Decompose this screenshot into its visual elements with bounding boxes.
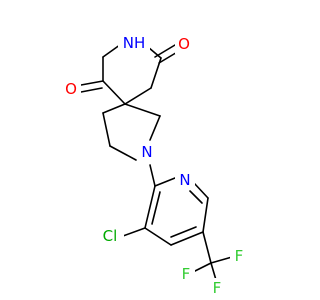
bond-py-c5-c4-inner (170, 226, 197, 238)
molecule-svg: NH O O N N Cl F F (61, 33, 248, 298)
atom-n-pyrrolidine-label: N (141, 143, 152, 161)
bond-c2-o-top-a (154, 44, 176, 58)
atom-o-top: O (175, 34, 193, 54)
bond-spiro-c1 (102, 80, 126, 105)
bond-py-c6-c5 (202, 197, 209, 233)
bond-c5-cf3 (202, 231, 212, 264)
atom-n-pyridine-label: N (179, 171, 190, 189)
structure-diagram: NH O O N N Cl F F (61, 33, 248, 298)
atom-f-left: F (177, 264, 195, 284)
atom-n-pyrrolidine: N (137, 141, 157, 161)
bond-py-c2-n (154, 177, 176, 187)
bond-c2-ch2 (150, 57, 162, 89)
bond-py-n-c6 (193, 182, 209, 199)
bond-py-c3-c2 (144, 185, 156, 229)
atom-o-left-label: O (65, 80, 77, 98)
bond-ch2b-ch2c (102, 112, 111, 147)
atom-f-left-label: F (182, 265, 191, 283)
atom-o-top-label: O (178, 35, 190, 53)
bond-py-c5-c4 (170, 231, 204, 246)
bond-spiro-ch2a (124, 103, 161, 117)
bond-c1-o-left-a (80, 80, 104, 86)
bond-py-n-c6-inner (189, 190, 203, 204)
bond-c1-o-left-b (80, 87, 103, 93)
atom-labels: NH O O N N Cl F F (61, 33, 248, 298)
bond-cf3-f-right (210, 256, 233, 264)
atom-nh: NH (118, 33, 150, 53)
atom-f-right: F (230, 246, 248, 266)
atom-nh-label: NH (123, 34, 146, 52)
bond-n-ch2b (109, 145, 137, 161)
bond-ch2c-spiro (102, 103, 126, 114)
bond-py-c4-c3 (144, 227, 172, 246)
bonds (80, 41, 233, 281)
atom-cl: Cl (96, 226, 124, 246)
atom-f-bottom-label: F (213, 279, 222, 297)
bond-cf3-f-left (192, 262, 212, 273)
bond-ch2a-n (149, 115, 161, 141)
bond-ch2-spiro (124, 87, 152, 105)
bond-py-c3-c2-inner (151, 191, 161, 225)
bond-cf3-f-bottom (210, 262, 217, 281)
atom-f-bottom: F (208, 278, 226, 298)
atom-o-left: O (61, 79, 81, 99)
bond-n-pyridine-c2 (149, 164, 156, 187)
atom-cl-label: Cl (103, 227, 118, 245)
atom-f-right-label: F (235, 247, 244, 265)
bond-c3-cl (122, 227, 146, 237)
atom-n-pyridine: N (175, 170, 195, 190)
